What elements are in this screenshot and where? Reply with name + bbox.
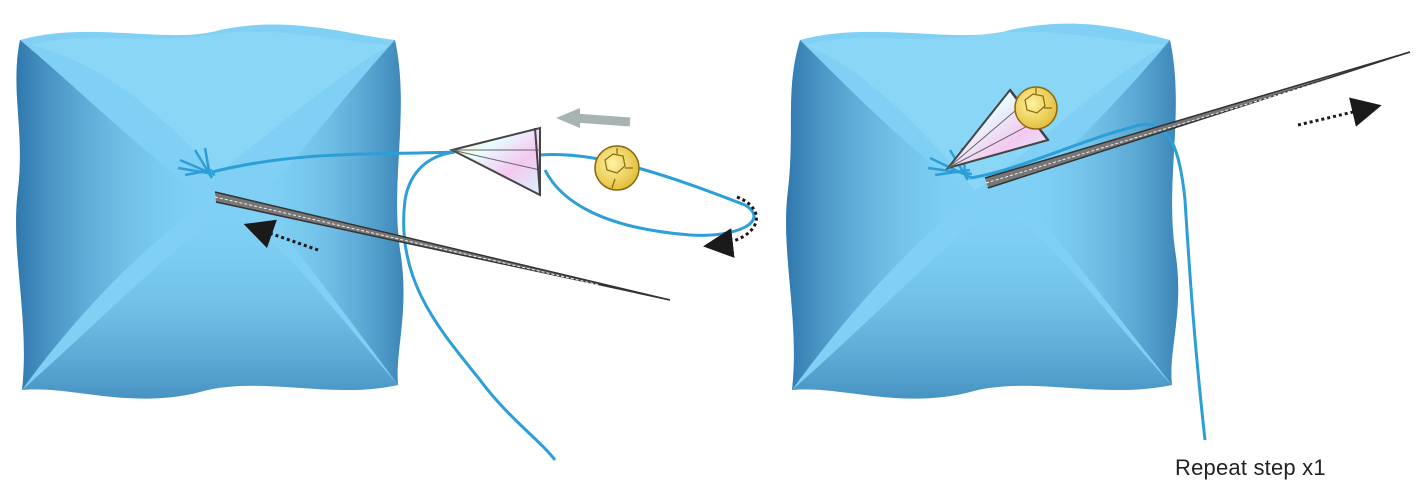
curved-dotted-arrow bbox=[703, 195, 758, 258]
fabric-flap bbox=[805, 31, 1165, 191]
cone-bead-left bbox=[449, 126, 541, 197]
fabric-fold-bottom bbox=[22, 205, 398, 399]
thread-knot bbox=[177, 147, 216, 179]
dotted-arrow-left bbox=[243, 219, 319, 252]
fabric-fold-right bbox=[255, 40, 404, 385]
round-bead-right bbox=[1014, 86, 1058, 130]
needle-left bbox=[214, 191, 671, 301]
dotted-arrow-right bbox=[1297, 97, 1382, 127]
repeat-caption: Repeat step x1 bbox=[1175, 455, 1326, 480]
needle-right bbox=[984, 51, 1411, 189]
gray-arrow bbox=[556, 108, 631, 128]
round-bead-left bbox=[594, 145, 640, 191]
fabric-fold-bottom bbox=[792, 200, 1172, 399]
thread-right bbox=[969, 122, 1207, 441]
fabric-flap bbox=[30, 31, 390, 176]
right-panel bbox=[786, 23, 1411, 441]
left-panel bbox=[16, 24, 758, 461]
fabric-fold-left bbox=[786, 40, 975, 390]
fabric-fold-left bbox=[16, 40, 210, 390]
